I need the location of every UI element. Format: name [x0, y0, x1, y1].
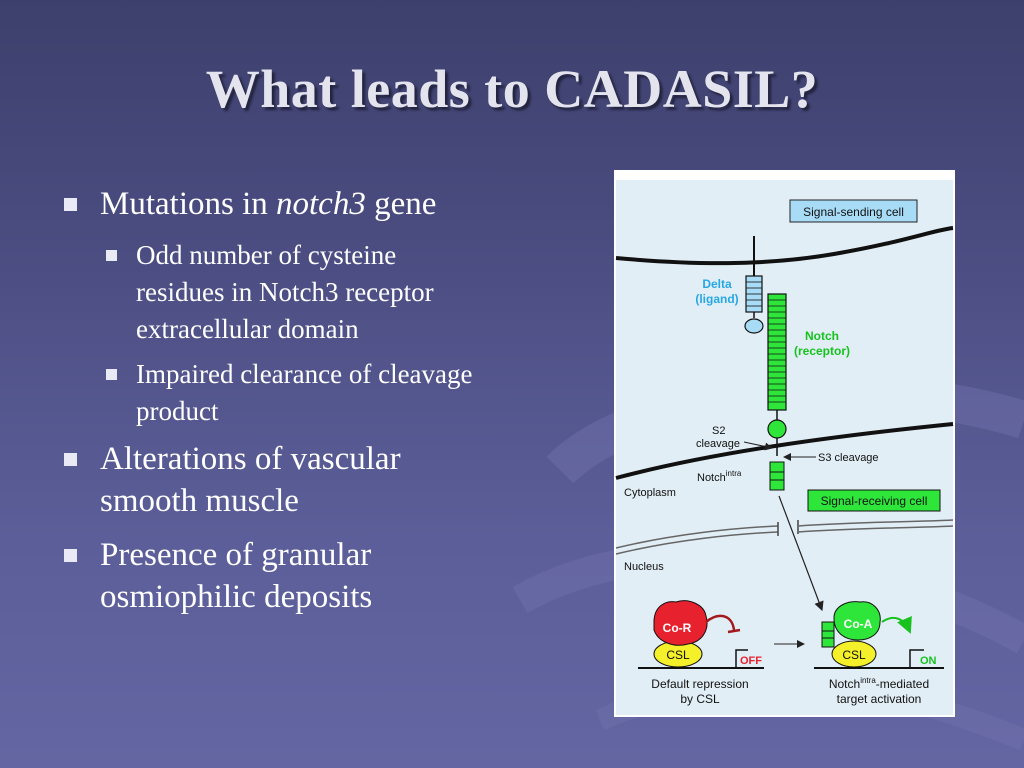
notch-receptor: [767, 293, 787, 411]
notch-intra-label: Notchintra: [697, 469, 742, 484]
bullet-list: Mutations in notch3 gene Odd number of c…: [62, 183, 482, 630]
on-label: ON: [920, 655, 937, 667]
notch-signaling-diagram: Signal-sending cell Delta (ligand) Notch…: [614, 170, 955, 717]
delta-label: Delta: [702, 277, 732, 291]
signal-sending-cell-label: Signal-sending cell: [803, 205, 904, 219]
signal-sending-cell-box: [789, 199, 918, 223]
bullet-text: gene: [365, 186, 437, 222]
nucleus-label: Nucleus: [624, 561, 664, 573]
cytoplasm-label: Cytoplasm: [624, 487, 676, 499]
co-a-label: Co-A: [844, 617, 873, 631]
slide-title: What leads to CADASIL?: [205, 59, 819, 119]
promoter-right: [909, 649, 924, 668]
s2-arrow: [743, 441, 773, 451]
signal-receiving-cell-label: Signal-receiving cell: [821, 494, 928, 508]
signal-receiving-cell-box: [807, 489, 941, 512]
bullet-gene-name: notch3: [276, 186, 366, 222]
bullet-text: Presence of granular osmiophilic deposit…: [100, 537, 373, 615]
repression-arrow: [705, 614, 736, 631]
csl-right: [831, 640, 877, 668]
bullet-square-icon: [106, 369, 117, 380]
receiving-cell-membrane: [615, 422, 954, 480]
delta-ligand-label: (ligand): [695, 292, 738, 306]
activation-arrow: [881, 615, 912, 634]
promoter-left: [735, 649, 748, 668]
notch-label: Notch: [805, 329, 839, 343]
bullet-square-icon: [64, 198, 77, 211]
bullet-vascular: Alterations of vascular smooth muscle: [62, 438, 482, 522]
default-repression-label: Default repression: [651, 677, 748, 691]
co-r-label: Co-R: [663, 621, 692, 635]
sub-bullet-text: Impaired clearance of cleavage product: [136, 359, 473, 426]
notch-intra-bound: [821, 621, 835, 632]
nuclear-membrane-outer: [615, 525, 779, 549]
sub-bullet-cysteine: Odd number of cysteine residues in Notch…: [106, 237, 482, 348]
bullet-square-icon: [64, 453, 77, 466]
notch-intra-fragment: [769, 461, 785, 473]
bullet-deposits: Presence of granular osmiophilic deposit…: [62, 534, 482, 618]
by-csl-label: by CSL: [680, 692, 720, 706]
s3-cleavage-label: S3 cleavage: [818, 452, 879, 464]
csl-left-label: CSL: [666, 648, 690, 662]
notch-intra-mediated-label: Notchintra-mediated: [829, 676, 929, 691]
sub-bullet-text: Odd number of cysteine residues in Notch…: [136, 240, 434, 344]
notch-receptor-label: (receptor): [794, 344, 850, 358]
bullet-square-icon: [106, 250, 117, 261]
delta-ligand-head: [744, 318, 764, 334]
csl-right-label: CSL: [842, 648, 866, 662]
co-a-complex: [833, 601, 881, 641]
bullet-square-icon: [64, 549, 77, 562]
sub-bullet-clearance: Impaired clearance of cleavage product: [106, 356, 482, 430]
co-r-complex: [653, 600, 708, 646]
off-label: OFF: [740, 655, 762, 667]
notch-receptor-head: [767, 419, 787, 439]
bullet-text: Mutations in: [100, 186, 277, 222]
top-cell-membrane: [615, 226, 954, 266]
s2-cleavage-label: cleavage: [696, 438, 740, 450]
bullet-notch3-mutations: Mutations in notch3 gene: [62, 183, 482, 225]
bullet-text: Alterations of vascular smooth muscle: [100, 441, 401, 519]
translocation-arrow: [778, 495, 824, 612]
target-activation-label: target activation: [837, 692, 922, 706]
s2-label: S2: [712, 425, 725, 437]
